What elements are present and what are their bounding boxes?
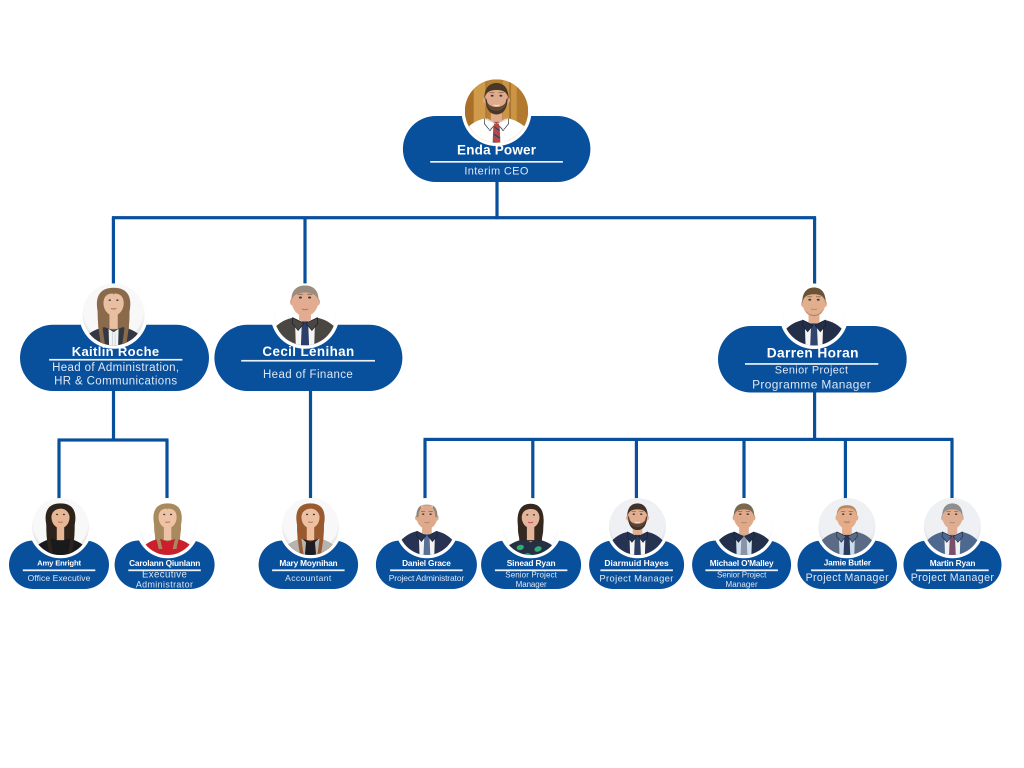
svg-text:Project Manager: Project Manager	[911, 572, 995, 584]
svg-text:Project Administrator: Project Administrator	[389, 573, 465, 583]
svg-text:Administrator: Administrator	[136, 580, 193, 590]
svg-text:Accountant: Accountant	[285, 573, 332, 583]
svg-text:Head of Finance: Head of Finance	[263, 369, 353, 381]
svg-text:Cecil Lenihan: Cecil Lenihan	[262, 344, 354, 359]
svg-text:Jamie Butler: Jamie Butler	[824, 558, 872, 567]
svg-text:Carolann Qiunlann: Carolann Qiunlann	[129, 558, 200, 568]
svg-text:Programme Manager: Programme Manager	[752, 378, 871, 392]
svg-text:Executive: Executive	[142, 570, 187, 581]
svg-text:Daniel Grace: Daniel Grace	[402, 558, 451, 568]
svg-text:Manager: Manager	[725, 580, 758, 589]
svg-text:Mary Moynihan: Mary Moynihan	[279, 558, 337, 568]
svg-text:Amy Enright: Amy Enright	[37, 558, 81, 567]
svg-text:Martin Ryan: Martin Ryan	[930, 558, 976, 568]
svg-text:Senior Project: Senior Project	[505, 571, 557, 580]
svg-text:Sinead Ryan: Sinead Ryan	[507, 558, 556, 568]
svg-text:HR & Communications: HR & Communications	[54, 376, 177, 388]
svg-text:Darren Horan: Darren Horan	[767, 346, 859, 361]
svg-text:Office Executive: Office Executive	[28, 573, 91, 583]
svg-text:Project Manager: Project Manager	[599, 572, 673, 583]
svg-text:Michael O'Malley: Michael O'Malley	[710, 558, 774, 568]
svg-text:Project Manager: Project Manager	[806, 572, 890, 584]
svg-text:Interim CEO: Interim CEO	[464, 166, 528, 178]
svg-text:Senior Project: Senior Project	[775, 364, 849, 376]
svg-text:Manager: Manager	[516, 580, 547, 589]
svg-text:Enda Power: Enda Power	[457, 143, 537, 158]
svg-text:Diarmuid Hayes: Diarmuid Hayes	[604, 558, 669, 568]
svg-text:Senior Project: Senior Project	[717, 571, 767, 580]
svg-text:Head of Administration,: Head of Administration,	[52, 362, 179, 374]
svg-text:Kaitlin Roche: Kaitlin Roche	[72, 344, 160, 359]
